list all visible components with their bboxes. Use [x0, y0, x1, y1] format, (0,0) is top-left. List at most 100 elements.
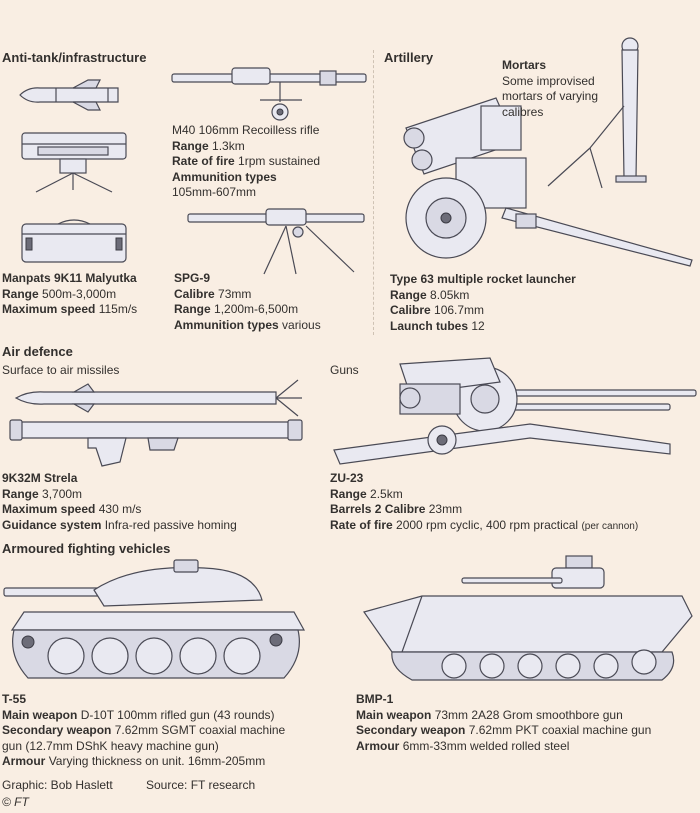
caption-text: 12 [471, 318, 485, 333]
bmp1-vehicle-icon [363, 555, 693, 681]
caption-text: 7.62mm PKT coaxial machine gun [468, 723, 652, 737]
type63-rocket-launcher-icon [403, 97, 693, 267]
zu23-row: Rate of fire 2000 rpm cyclic, 400 rpm pr… [330, 518, 638, 535]
zu23-row: Range 2.5km [330, 487, 638, 503]
caption-text: 23mm [428, 502, 463, 516]
caption-text: Rate of fire [330, 517, 393, 532]
caption-text: Infra-red passive homing [104, 517, 237, 532]
section-title-artillery: Artillery [384, 50, 434, 65]
zu23-name: ZU-23 [330, 471, 364, 485]
mortar-icon [547, 37, 647, 189]
caption-text: Varying thickness on unit. 16mm-205mm [48, 754, 266, 768]
mortars-caption: Mortars Some improvised mortars of varyi… [502, 58, 598, 120]
m40-name: M40 106mm Recoilless rifle [172, 123, 320, 137]
caption-text: various [282, 317, 321, 332]
type63-name: Type 63 multiple rocket launcher [390, 272, 576, 286]
caption-text: 430 m/s [98, 502, 142, 516]
type63-row: Launch tubes 12 [390, 319, 576, 335]
caption-text: Launch tubes [390, 318, 469, 333]
caption-text: 3,700m [42, 486, 83, 501]
caption-text: 6mm-33mm welded rolled steel [402, 738, 570, 753]
section-title-afv: Armoured fighting vehicles [2, 541, 171, 556]
zu23-gun-icon [333, 357, 697, 465]
caption-text: 1,200m-6,500m [214, 302, 299, 316]
caption-text: Maximum speed [2, 502, 96, 516]
type63-caption: Type 63 multiple rocket launcher Range 8… [390, 272, 576, 334]
caption-text: 73mm [218, 286, 252, 301]
section-divider [373, 50, 374, 335]
footer-copyright: © FT [2, 795, 29, 809]
caption-text: Range [172, 138, 209, 153]
caption-text: Barrels 2 Calibre [330, 502, 426, 516]
caption-text: Range [174, 302, 211, 316]
spg9-name: SPG-9 [174, 271, 211, 285]
malyutka-caption: Manpats 9K11 Malyutka Range 500m-3,000m … [2, 271, 137, 318]
mortars-line: mortars of varying [502, 89, 599, 103]
malyutka-name: Manpats 9K11 Malyutka [2, 271, 137, 285]
m40-row: Range 1.3km [172, 139, 320, 155]
mortars-line: calibres [502, 104, 544, 119]
caption-text: D-10T 100mm rifled gun (43 rounds) [80, 707, 275, 722]
caption-text: 115m/s [98, 302, 138, 316]
spg9-row: Ammunition types various [174, 318, 321, 334]
caption-text: Secondary weapon [356, 723, 466, 737]
caption-text: 2000 rpm cyclic, 400 rpm practical [396, 517, 579, 532]
caption-text: Range [390, 287, 427, 302]
caption-text: 7.62mm SGMT coaxial machine [114, 723, 286, 737]
caption-text: Guidance system [2, 517, 102, 532]
t55-name: T-55 [2, 692, 27, 706]
strela-caption: 9K32M Strela Range 3,700m Maximum speed … [2, 471, 237, 533]
caption-text: 105mm-607mm [172, 185, 257, 199]
bmp1-row: Secondary weapon 7.62mm PKT coaxial mach… [356, 723, 651, 739]
spg9-caption: SPG-9 Calibre 73mm Range 1,200m-6,500m A… [174, 271, 321, 333]
caption-text: Main weapon [2, 707, 78, 722]
strela-row: Range 3,700m [2, 487, 237, 503]
mortars-line: Some improvised [502, 73, 595, 88]
strela-missile-icon [14, 379, 302, 417]
caption-text: Calibre [390, 303, 431, 317]
zu23-caption: ZU-23 Range 2.5km Barrels 2 Calibre 23mm… [330, 471, 638, 534]
bmp1-row: Main weapon 73mm 2A28 Grom smoothbore gu… [356, 708, 651, 724]
t55-tank-icon [3, 559, 306, 679]
caption-text: Ammunition types [174, 317, 279, 332]
spg9-row: Range 1,200m-6,500m [174, 302, 321, 318]
bmp1-caption: BMP-1 Main weapon 73mm 2A28 Grom smoothb… [356, 692, 651, 754]
caption-text: Range [330, 486, 367, 501]
strela-launcher-icon [9, 419, 303, 467]
footer-source: Source: FT research [146, 778, 256, 792]
t55-row: Main weapon D-10T 100mm rifled gun (43 r… [2, 708, 285, 724]
type63-row: Calibre 106.7mm [390, 303, 576, 319]
caption-text: Armour [356, 738, 400, 753]
caption-text: 1rpm sustained [238, 154, 321, 168]
bmp1-name: BMP-1 [356, 692, 394, 706]
mortars-name: Mortars [502, 58, 547, 72]
caption-text: gun (12.7mm DShK heavy machine gun) [2, 738, 219, 753]
zu23-row: Barrels 2 Calibre 23mm [330, 502, 638, 518]
t55-caption: T-55 Main weapon D-10T 100mm rifled gun … [2, 692, 285, 770]
malyutka-row: Maximum speed 115m/s [2, 302, 137, 318]
spg9-row: Calibre 73mm [174, 287, 321, 303]
caption-text: Calibre [174, 286, 215, 301]
zu23-note: (per cannon) [581, 520, 639, 532]
strela-row: Guidance system Infra-red passive homing [2, 518, 237, 534]
air-defence-subtitle: Surface to air missiles [2, 363, 120, 377]
malyutka-row: Range 500m-3,000m [2, 287, 137, 303]
t55-row: Secondary weapon 7.62mm SGMT coaxial mac… [2, 723, 285, 739]
caption-text: 106.7mm [434, 303, 485, 317]
t55-row: Armour Varying thickness on unit. 16mm-2… [2, 754, 285, 770]
caption-text: 2.5km [370, 486, 403, 501]
m40-row: Ammunition types [172, 170, 320, 186]
spg9-rifle-icon [187, 208, 365, 275]
caption-text: 8.05km [430, 287, 470, 302]
malyutka-missile-icon [19, 79, 119, 111]
caption-text: Range [2, 286, 39, 301]
m40-row: 105mm-607mm [172, 185, 320, 201]
caption-text: Rate of fire [172, 154, 235, 168]
caption-text: 1.3km [212, 138, 245, 153]
caption-text: 73mm 2A28 Grom smoothbore gun [434, 707, 623, 722]
footer-graphic-credit: Graphic: Bob Haslett [2, 778, 113, 792]
caption-text: Armour [2, 754, 46, 768]
malyutka-case-icon [21, 219, 127, 263]
malyutka-launcher-icon [21, 132, 127, 193]
caption-text: Range [2, 486, 39, 501]
